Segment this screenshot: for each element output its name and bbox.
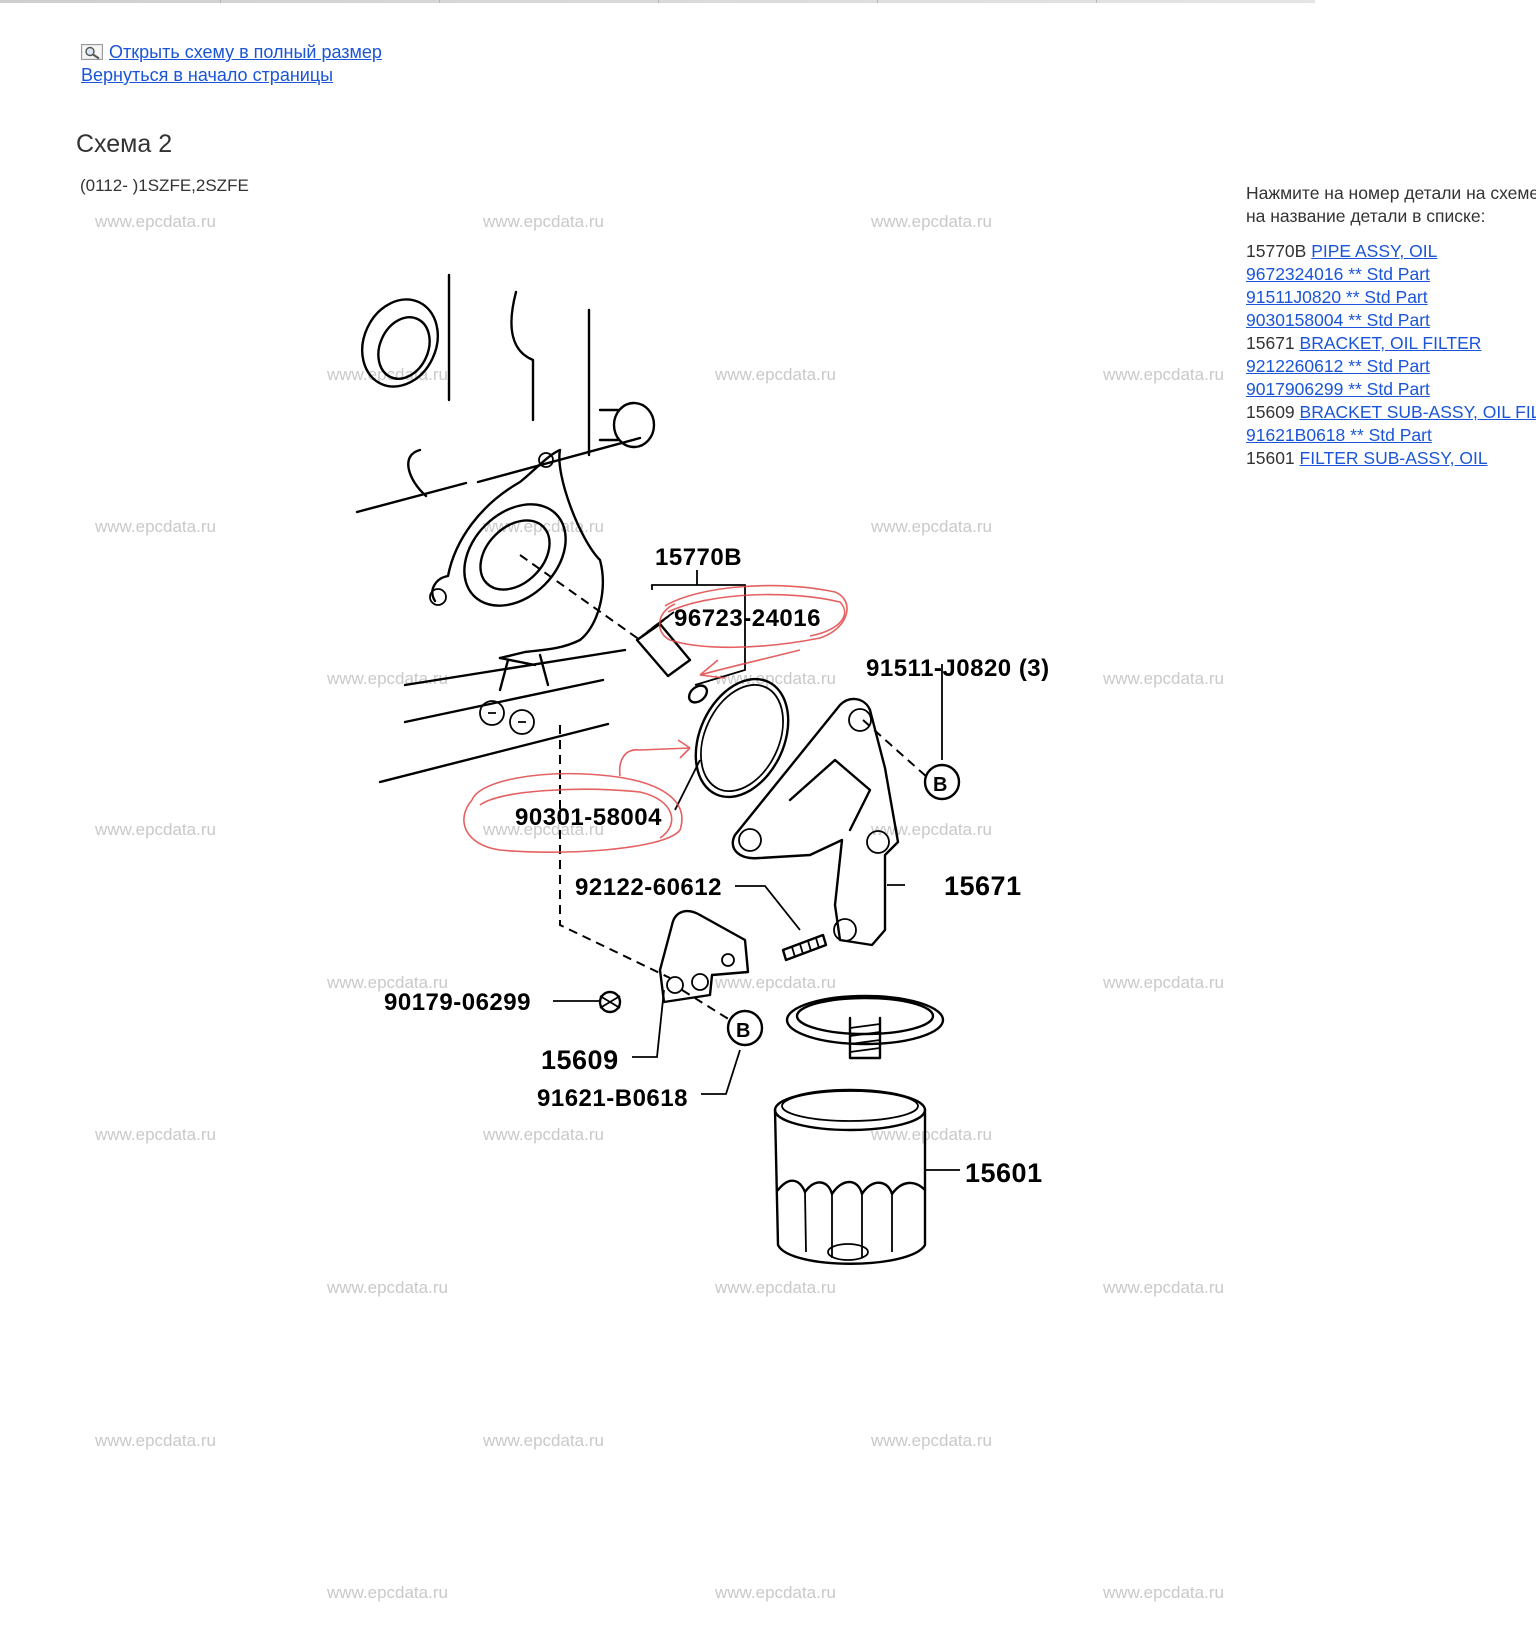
watermark: www.epcdata.ru: [1102, 669, 1224, 688]
o-ring-drawing: [694, 677, 790, 799]
callout-15770B[interactable]: 15770B: [655, 544, 742, 571]
callout-15671[interactable]: 15671: [944, 871, 1022, 901]
watermark: www.epcdata.ru: [94, 1125, 216, 1144]
callout-90179-06299[interactable]: 90179-06299: [384, 989, 531, 1016]
part-link[interactable]: 9017906299 ** Std Part: [1246, 379, 1430, 399]
watermark: www.epcdata.ru: [1102, 365, 1224, 384]
callout-92122-60612[interactable]: 92122-60612: [575, 874, 722, 901]
parts-list-item: 15609 BRACKET SUB-ASSY, OIL FILTER: [1246, 401, 1536, 424]
parts-list-item: 9017906299 ** Std Part: [1246, 378, 1536, 401]
parts-list-item: 91511J0820 ** Std Part: [1246, 286, 1536, 309]
page-subtitle: (0112- )1SZFE,2SZFE: [80, 176, 249, 195]
parts-instructions: Нажмите на номер детали на схеме или на …: [1246, 182, 1536, 228]
watermark: www.epcdata.ru: [94, 212, 216, 231]
part-link[interactable]: 91511J0820 ** Std Part: [1246, 287, 1428, 307]
part-link[interactable]: 9212260612 ** Std Part: [1246, 356, 1430, 376]
svg-text:B: B: [736, 1020, 751, 1042]
parts-list-item: 91621B0618 ** Std Part: [1246, 424, 1536, 447]
page-title: Схема 2: [76, 130, 173, 158]
watermark: www.epcdata.ru: [714, 669, 836, 688]
reference-marker-b[interactable]: B: [726, 1009, 764, 1047]
watermark: www.epcdata.ru: [1102, 1583, 1224, 1602]
callout-91511-J0820[interactable]: 91511-J0820 (3): [866, 655, 1050, 682]
top-divider: [220, 0, 221, 3]
callout-15601[interactable]: 15601: [965, 1158, 1043, 1188]
watermark: www.epcdata.ru: [870, 820, 992, 839]
part-link[interactable]: BRACKET SUB-ASSY, OIL FILTER: [1299, 402, 1536, 422]
top-divider: [658, 0, 659, 3]
part-link[interactable]: 91621B0618 ** Std Part: [1246, 425, 1432, 445]
oil-filter-bracket-drawing: [731, 697, 945, 1060]
parts-list-item: 15671 BRACKET, OIL FILTER: [1246, 332, 1536, 355]
part-code: 15671: [1246, 333, 1295, 353]
parts-list-item: 9672324016 ** Std Part: [1246, 263, 1536, 286]
watermark: www.epcdata.ru: [714, 973, 836, 992]
leader-lines: [519, 554, 960, 1171]
watermark: www.epcdata.ru: [1102, 973, 1224, 992]
parts-list-item: 9030158004 ** Std Part: [1246, 309, 1536, 332]
open-full-size-link[interactable]: Открыть схему в полный размер: [109, 42, 382, 62]
part-link[interactable]: 9030158004 ** Std Part: [1246, 310, 1430, 330]
svg-text:B: B: [933, 774, 948, 796]
back-to-top-link[interactable]: Вернуться в начало страницы: [81, 65, 334, 85]
oil-filter-drawing: [773, 1088, 927, 1265]
part-link[interactable]: BRACKET, OIL FILTER: [1299, 333, 1482, 353]
instruction-line: на название детали в списке:: [1246, 206, 1486, 226]
watermark: www.epcdata.ru: [1102, 1278, 1224, 1297]
watermark: www.epcdata.ru: [714, 1583, 836, 1602]
watermark: www.epcdata.ru: [870, 517, 992, 536]
bolt-drawing: [598, 990, 622, 1014]
top-divider: [439, 0, 440, 3]
watermark: www.epcdata.ru: [326, 669, 448, 688]
callout-96723-24016[interactable]: 96723-24016: [674, 605, 821, 632]
watermark: www.epcdata.ru: [482, 820, 604, 839]
oil-pipe-drawing: [635, 611, 709, 704]
parts-list-item: 15601 FILTER SUB-ASSY, OIL: [1246, 447, 1536, 470]
watermark: www.epcdata.ru: [482, 1125, 604, 1144]
part-code: 15601: [1246, 448, 1295, 468]
part-code: 15609: [1246, 402, 1295, 422]
part-link[interactable]: PIPE ASSY, OIL: [1311, 241, 1438, 261]
watermark: www.epcdata.ru: [94, 820, 216, 839]
watermark: www.epcdata.ru: [326, 973, 448, 992]
watermark: www.epcdata.ru: [870, 212, 992, 231]
engine-block-drawing: [355, 273, 656, 784]
parts-diagram: www.epcdata.ru www.epcdata.ru www.epcdat…: [94, 212, 1224, 1602]
watermark: www.epcdata.ru: [94, 1431, 216, 1450]
watermarks: www.epcdata.ru www.epcdata.ru www.epcdat…: [94, 212, 1224, 1602]
zoom-image-icon[interactable]: [81, 43, 103, 62]
parts-list-panel: Нажмите на номер детали на схеме или на …: [1246, 182, 1536, 470]
watermark: www.epcdata.ru: [714, 1278, 836, 1297]
bracket-sub-assy-drawing: [658, 909, 750, 1004]
watermark: www.epcdata.ru: [326, 1278, 448, 1297]
parts-list-item: 9212260612 ** Std Part: [1246, 355, 1536, 378]
instruction-line: Нажмите на номер детали на схеме или: [1246, 183, 1536, 203]
watermark: www.epcdata.ru: [326, 1583, 448, 1602]
callout-91621-B0618[interactable]: 91621-B0618: [537, 1085, 688, 1112]
watermark: www.epcdata.ru: [714, 365, 836, 384]
watermark: www.epcdata.ru: [482, 1431, 604, 1450]
red-annotations: [463, 584, 848, 853]
stud-bolt-drawing: [781, 933, 828, 962]
watermark: www.epcdata.ru: [482, 212, 604, 231]
watermark: www.epcdata.ru: [94, 517, 216, 536]
callout-90301-58004[interactable]: 90301-58004: [515, 804, 662, 831]
parts-list-item: 15770B PIPE ASSY, OIL: [1246, 240, 1536, 263]
watermark: www.epcdata.ru: [870, 1431, 992, 1450]
part-code: 15770B: [1246, 241, 1307, 261]
watermark: www.epcdata.ru: [870, 1125, 992, 1144]
top-divider: [877, 0, 878, 3]
part-link[interactable]: FILTER SUB-ASSY, OIL: [1299, 448, 1488, 468]
callout-15609[interactable]: 15609: [541, 1045, 619, 1075]
diagram-nav: Открыть схему в полный размер Вернуться …: [81, 41, 382, 87]
top-divider: [1096, 0, 1097, 3]
top-border: [0, 0, 1315, 3]
reference-marker-b[interactable]: B: [923, 763, 961, 801]
part-link[interactable]: 9672324016 ** Std Part: [1246, 264, 1430, 284]
